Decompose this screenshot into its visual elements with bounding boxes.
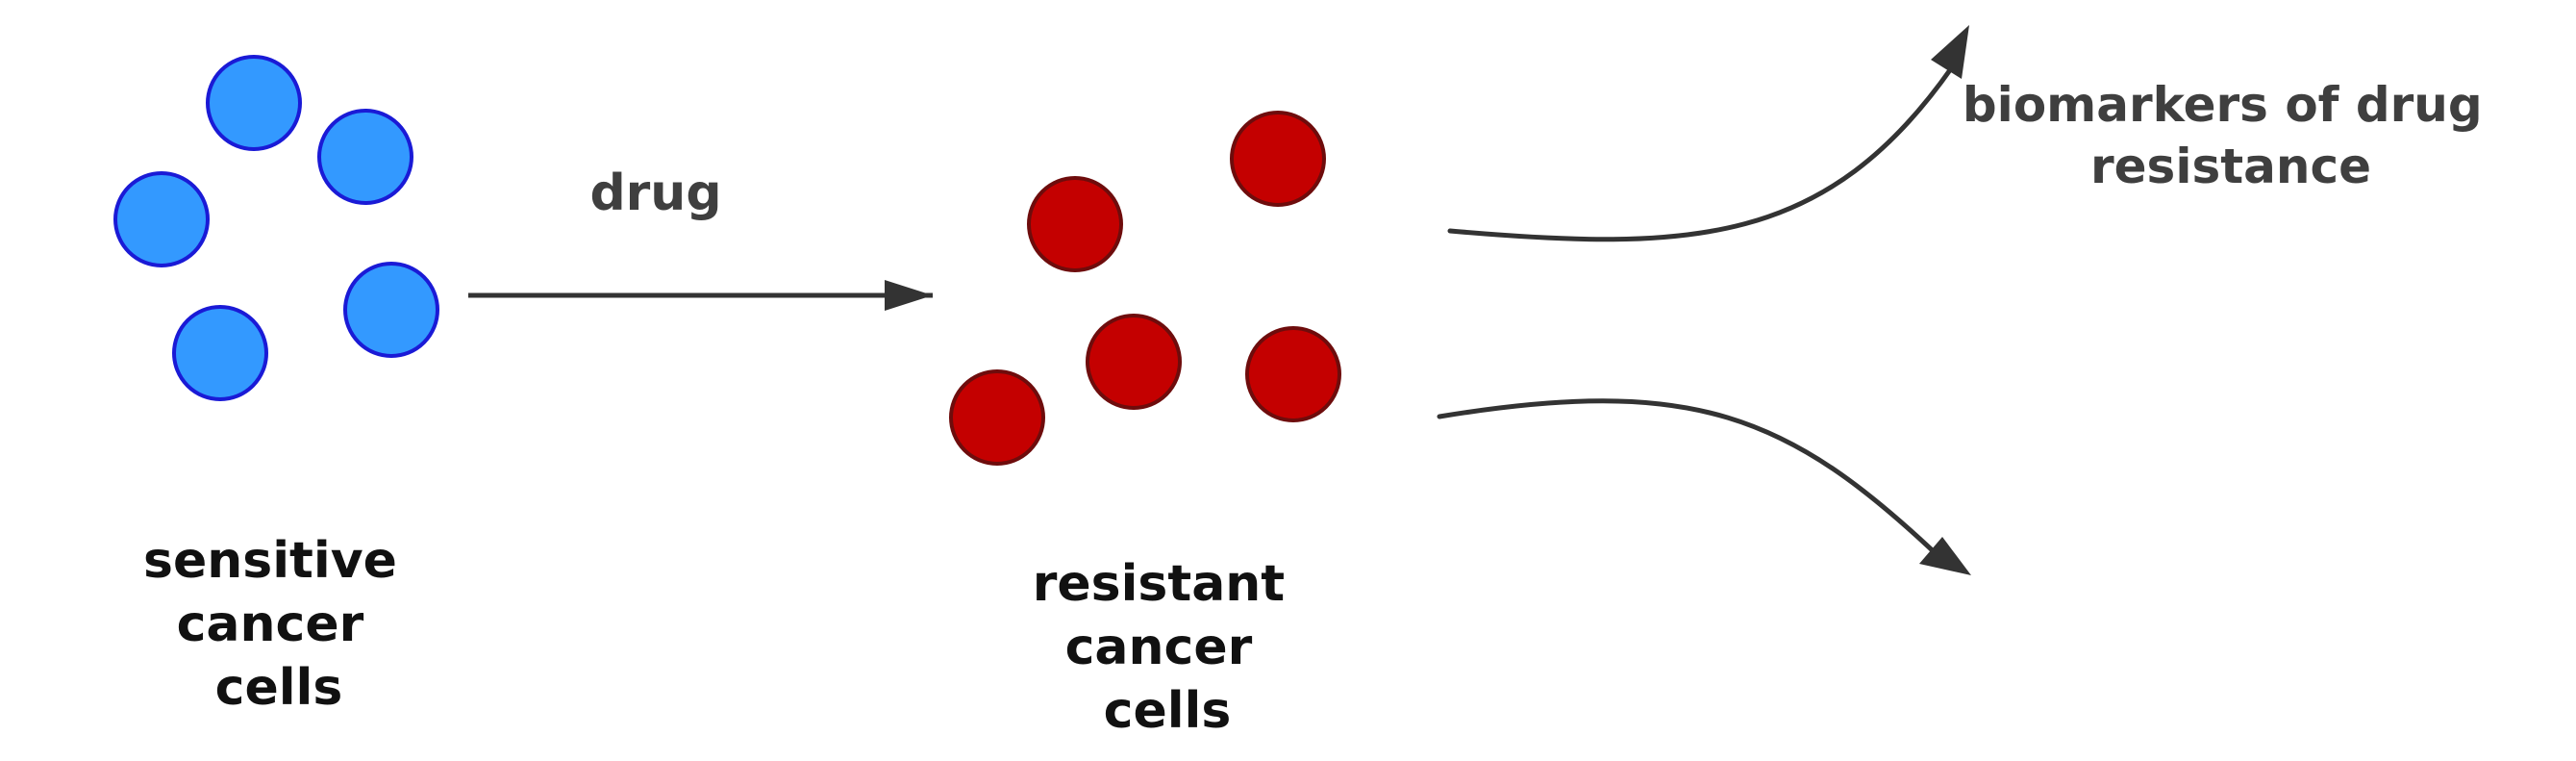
- resistant-cell-1: [1230, 111, 1326, 207]
- sensitive-label-line-1: sensitive: [143, 532, 397, 590]
- resistant-cells-label: resistant cancer cells: [1033, 555, 1303, 740]
- sensitive-cell-3: [113, 171, 210, 267]
- lower-curved-arrowhead: [1919, 537, 1971, 575]
- sensitive-label-line-2: cancer: [177, 596, 364, 653]
- resistant-label-line-1: resistant: [1033, 555, 1285, 613]
- resistant-label-line-2: cancer: [1065, 619, 1253, 676]
- biomarkers-label: biomarkers of drug resistance: [1963, 77, 2499, 194]
- resistant-cell-4: [1245, 326, 1341, 422]
- upper-curved-arrow: [1447, 64, 1955, 242]
- drug-arrowhead: [885, 280, 933, 311]
- biomarkers-label-line-1: biomarkers of drug: [1963, 77, 2483, 133]
- resistant-cell-2: [1027, 176, 1123, 272]
- sensitive-cell-group: [113, 55, 439, 401]
- sensitive-cell-4: [343, 262, 439, 358]
- drug-label: drug: [589, 165, 721, 222]
- lower-curved-arrow: [1437, 398, 1943, 561]
- resistant-label-line-3: cells: [1104, 682, 1232, 740]
- upper-curved-arrowhead: [1931, 25, 1969, 79]
- resistant-cell-3: [1086, 314, 1182, 410]
- sensitive-label-line-3: cells: [215, 659, 343, 717]
- resistant-cell-group: [949, 111, 1341, 466]
- sensitive-cells-label: sensitive cancer cells: [143, 532, 414, 717]
- sensitive-cell-2: [317, 109, 413, 205]
- sensitive-cell-5: [172, 305, 268, 401]
- biomarkers-label-line-2: resistance: [2090, 139, 2371, 194]
- resistant-cell-5: [949, 369, 1045, 466]
- sensitive-cell-1: [206, 55, 302, 151]
